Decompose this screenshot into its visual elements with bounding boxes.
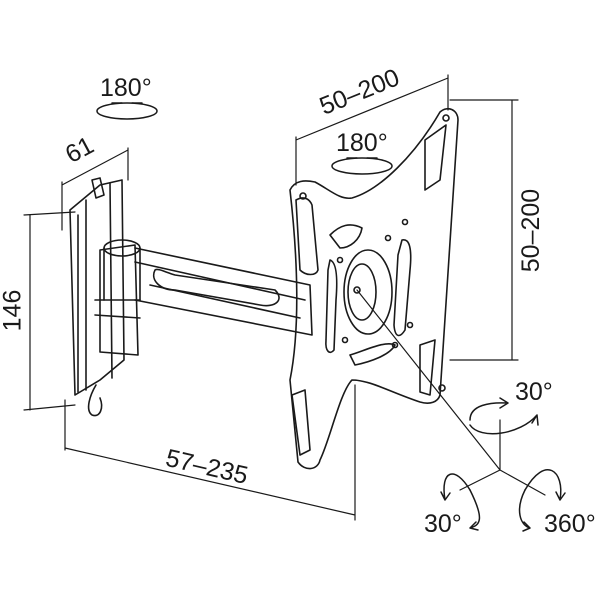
wall-plate	[69, 177, 141, 417]
swing-arm	[103, 239, 313, 336]
vesa-plate	[289, 108, 459, 470]
dimension-lines	[23, 74, 546, 521]
wall-swivel-label: 180°	[100, 74, 152, 102]
side-tilt-label: 30°	[424, 510, 462, 538]
wall-height-label: 146	[0, 289, 27, 332]
tilt-label: 30°	[515, 378, 553, 406]
vesa-height-label: 50–200	[517, 188, 546, 273]
vesa-swivel-label: 180°	[336, 129, 388, 157]
rotate-label: 360°	[544, 510, 596, 538]
rotation-arrows	[96, 102, 566, 532]
